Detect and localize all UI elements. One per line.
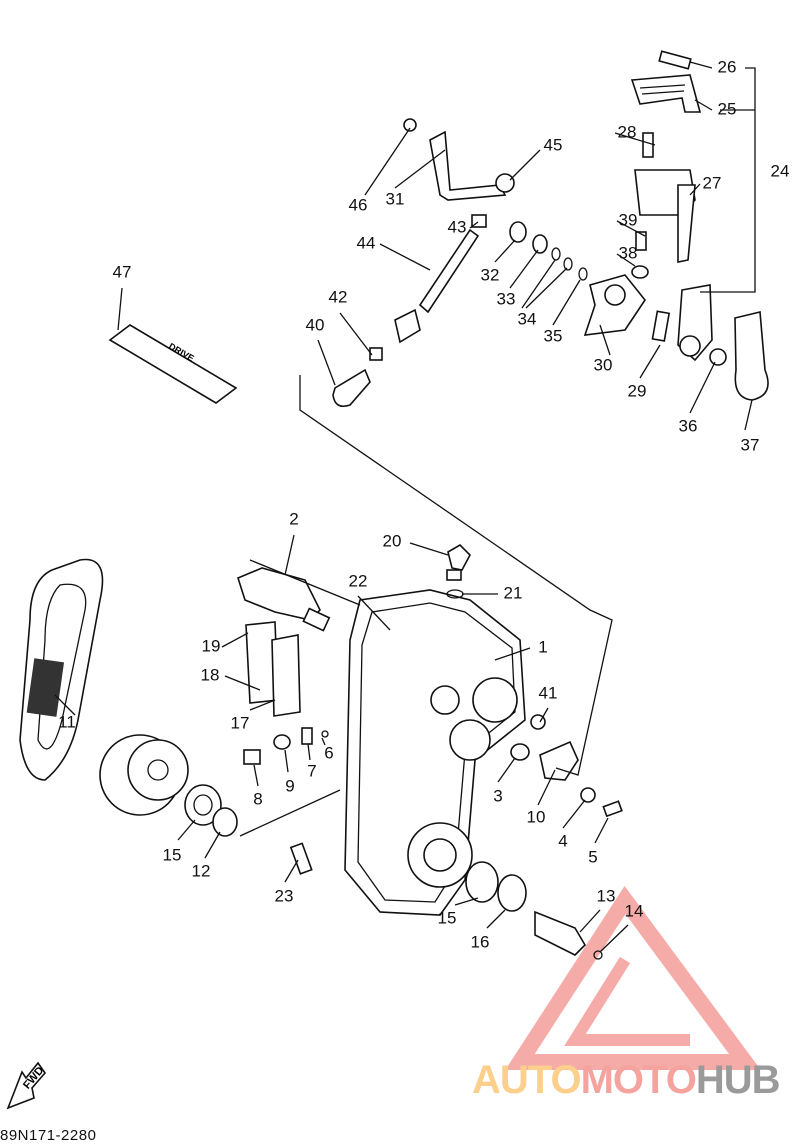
callout-27: 27 (703, 173, 722, 192)
callout-2: 2 (289, 509, 298, 528)
callout-37: 37 (741, 435, 760, 454)
callout-25: 25 (718, 99, 737, 118)
callout-24: 24 (771, 161, 790, 180)
callout-9: 9 (285, 776, 294, 795)
callout-30: 30 (594, 355, 613, 374)
callout-28: 28 (618, 122, 637, 141)
callout-14: 14 (625, 901, 644, 920)
callout-21: 21 (504, 583, 523, 602)
callout-43: 43 (448, 217, 467, 236)
callout-16: 16 (471, 932, 490, 951)
callout-20: 20 (383, 531, 402, 550)
callout-47: 47 (113, 262, 132, 281)
callout-17: 17 (231, 713, 250, 732)
callout-10: 10 (527, 807, 546, 826)
drive-decal: DRIVE (108, 324, 238, 404)
callout-bracket (700, 67, 756, 293)
watermark-hub: HUB (695, 1058, 781, 1102)
watermark-logo-triangle (505, 885, 761, 1070)
forward-direction-arrow: FWD (6, 1061, 46, 1110)
callout-23: 23 (275, 886, 294, 905)
part-code: 89N171-2280 (0, 1127, 97, 1144)
callout-6: 6 (324, 743, 333, 762)
callout-33: 33 (497, 289, 516, 308)
callout-41: 41 (539, 683, 558, 702)
gearcase-assembly (19, 543, 623, 960)
callout-26: 26 (718, 57, 737, 76)
callout-45: 45 (544, 135, 563, 154)
callout-8: 8 (253, 789, 262, 808)
callout-31: 31 (386, 189, 405, 208)
callout-18: 18 (201, 665, 220, 684)
callout-5: 5 (588, 847, 597, 866)
leader-lines (54, 61, 753, 953)
callout-29: 29 (628, 381, 647, 400)
callout-40: 40 (306, 315, 325, 334)
callout-7: 7 (307, 761, 316, 780)
callout-44: 44 (357, 233, 376, 252)
callout-3: 3 (493, 786, 502, 805)
callout-34: 34 (518, 309, 537, 328)
watermark-moto: MOTO (580, 1058, 697, 1102)
callout-32: 32 (481, 265, 500, 284)
callout-12: 12 (192, 861, 211, 880)
callout-38: 38 (619, 243, 638, 262)
callout-35: 35 (544, 326, 563, 345)
callout-42: 42 (329, 287, 348, 306)
callout-39: 39 (619, 210, 638, 229)
callout-46: 46 (349, 195, 368, 214)
callout-11: 11 (58, 712, 76, 731)
callout-1: 1 (538, 637, 547, 656)
callout-4: 4 (558, 831, 567, 850)
watermark-text: AUTOMOTOHUB (472, 1058, 781, 1103)
callout-15: 15 (163, 845, 182, 864)
watermark-auto: AUTO (472, 1058, 582, 1102)
shift-lever-assembly (332, 50, 769, 408)
callout-22: 22 (349, 571, 368, 590)
callout-13: 13 (597, 886, 616, 905)
callout-36: 36 (679, 416, 698, 435)
callout-19: 19 (202, 636, 221, 655)
callout-15: 15 (438, 908, 457, 927)
